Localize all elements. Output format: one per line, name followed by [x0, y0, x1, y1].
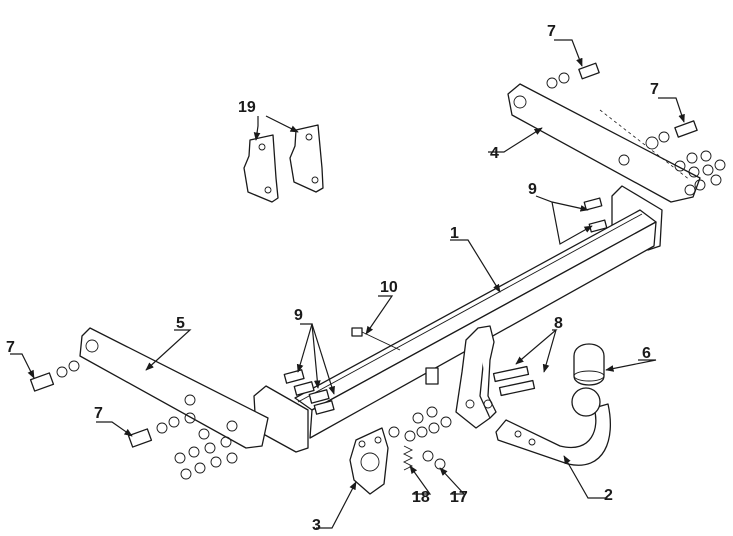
- callout-1: 1: [450, 225, 459, 242]
- callout-3: 3: [312, 517, 321, 534]
- central-hook-bracket: [425, 325, 497, 429]
- callout-8: 8: [554, 315, 563, 332]
- tow-ball-neck: [495, 387, 612, 466]
- right-side-plate: [507, 83, 701, 203]
- callout-2: 2: [604, 487, 613, 504]
- callout-7-left: 7: [6, 339, 15, 356]
- upper-bolt-set: [546, 62, 726, 191]
- tow-ball-bolts: [492, 365, 536, 397]
- left-bolt-set: [29, 360, 238, 480]
- callout-7-bottom-left: 7: [94, 405, 103, 422]
- callout-6: 6: [642, 345, 651, 362]
- callout-5: 5: [176, 315, 185, 332]
- small-bolt: [351, 327, 401, 351]
- mounting-bracket-pair: [243, 124, 324, 203]
- socket-plate: [349, 427, 389, 495]
- left-side-plate: [79, 327, 269, 449]
- callout-7-top-right: 7: [650, 81, 659, 98]
- center-fastener-set: [388, 406, 452, 470]
- left-end-bracket: [253, 369, 335, 453]
- callout-9-left: 9: [294, 307, 303, 324]
- callout-labels: 7 7 4 19 9 1 10 5 9 7 7 8 6 2 18 17 3: [6, 23, 659, 534]
- callout-7-top: 7: [547, 23, 556, 40]
- callout-10: 10: [380, 279, 398, 296]
- callout-18: 18: [412, 489, 430, 506]
- callout-4: 4: [490, 145, 499, 162]
- leader-lines: [10, 39, 685, 529]
- callout-9-right: 9: [528, 181, 537, 198]
- callout-19: 19: [238, 99, 256, 116]
- ball-cap: [573, 343, 605, 386]
- callout-17: 17: [450, 489, 468, 506]
